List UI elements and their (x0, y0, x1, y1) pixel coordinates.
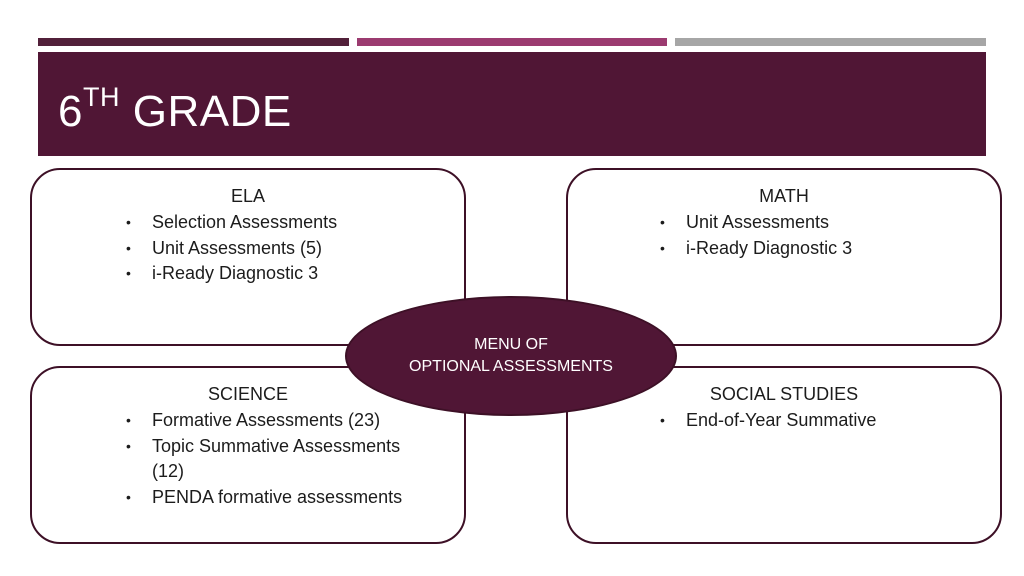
bullet-icon: • (126, 214, 131, 230)
accent-stripe-left (38, 38, 349, 46)
math-heading: MATH (759, 186, 809, 206)
title-number: 6 (58, 87, 83, 136)
bullet-icon: • (126, 239, 131, 256)
bullet-icon: • (660, 214, 665, 230)
title-grade: GRADE (132, 87, 292, 136)
bullet-icon: • (126, 488, 131, 505)
center-label-line-1: MENU OF (474, 336, 548, 353)
list-item: • Selection Assessments (126, 210, 424, 236)
math-list: • Unit Assessments • i-Ready Diagnostic 3 (660, 210, 960, 261)
bullet-icon: • (126, 412, 131, 428)
ela-heading: ELA (230, 186, 266, 206)
list-item-text: i-Ready Diagnostic 3 (686, 237, 853, 258)
science-list: • Formative Assessments (23) • Topic Summa… (126, 408, 424, 510)
list-item: • Topic Summative Assessments (12) (126, 434, 424, 485)
list-item-text: PENDA formative assessments (152, 486, 403, 507)
bullet-icon: • (126, 265, 131, 281)
title-banner: 6TH GRADE (38, 52, 986, 156)
list-item: • Unit Assessments (660, 210, 960, 236)
accent-stripe-middle (357, 38, 667, 46)
bullet-icon: • (126, 437, 131, 454)
menu-center-ellipse: MENU OF OPTIONAL ASSESSMENTS (345, 296, 677, 416)
list-item: • i-Ready Diagnostic 3 (660, 236, 960, 262)
ela-list: • Selection Assessments • Unit Assessments… (126, 210, 424, 287)
list-item: • i-Ready Diagnostic 3 (126, 261, 424, 287)
list-item: • End-of-Year Summative (660, 408, 960, 434)
social-studies-box: SOCIAL STUDIES • End-of-Year Summative (566, 366, 1002, 544)
bullet-icon: • (660, 412, 665, 428)
list-item: • Formative Assessments (23) (126, 408, 424, 434)
list-item-text: Topic Summative Assessments (12) (152, 435, 401, 482)
list-item-text: Unit Assessments (686, 212, 830, 232)
list-item: • Unit Assessments (5) (126, 236, 424, 262)
accent-stripe-right (675, 38, 986, 46)
list-item-text: Unit Assessments (5) (152, 237, 323, 258)
center-label-line-2: OPTIONAL ASSESSMENTS (409, 358, 613, 375)
science-heading: SCIENCE (207, 384, 288, 404)
social-studies-list: • End-of-Year Summative (660, 408, 960, 434)
social-studies-heading: SOCIAL STUDIES (709, 384, 859, 404)
math-box: MATH • Unit Assessments • i-Ready Diagnost… (566, 168, 1002, 346)
ela-box: ELA • Selection Assessments • Unit Assessm… (30, 168, 466, 346)
list-item-text: i-Ready Diagnostic 3 (152, 263, 319, 283)
list-item-text: Selection Assessments (152, 212, 338, 232)
list-item-text: Formative Assessments (23) (152, 410, 381, 430)
list-item-text: End-of-Year Summative (686, 410, 877, 430)
title-ordinal-suffix: TH (82, 82, 120, 113)
list-item: • PENDA formative assessments (126, 485, 424, 511)
bullet-icon: • (660, 239, 665, 256)
slide-title: 6TH GRADE (58, 84, 292, 136)
